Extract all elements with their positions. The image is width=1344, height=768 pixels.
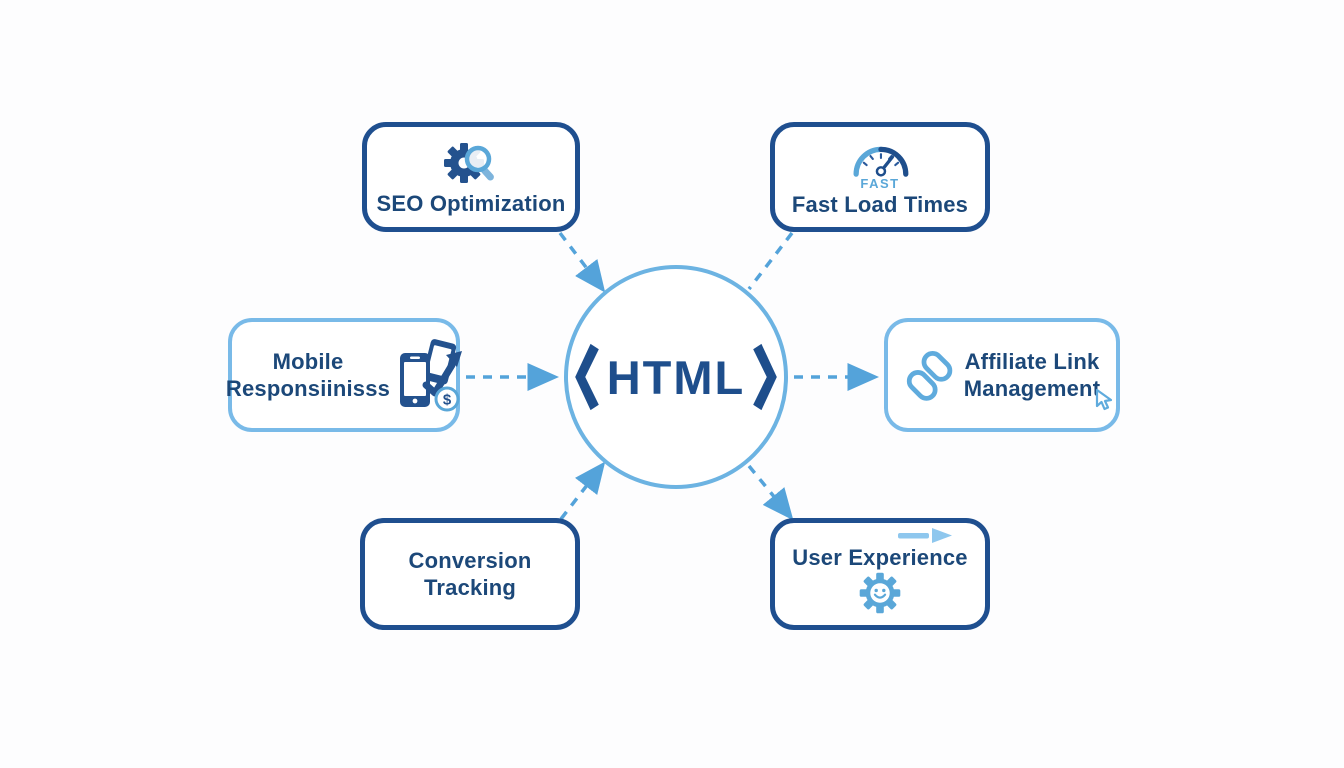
node-label-line1: Affiliate Link xyxy=(964,349,1100,374)
angle-bracket-left-icon xyxy=(574,343,599,411)
cursor-icon xyxy=(1096,388,1113,411)
node-label-line1: Mobile xyxy=(272,349,344,374)
dollar-sign: $ xyxy=(443,392,452,409)
gear-smiley-icon xyxy=(859,572,901,614)
node-label: User Experience xyxy=(792,545,968,570)
center-node-html: HTML xyxy=(564,265,788,489)
node-mobile-responsiveness: Mobile Responsiinisss $ xyxy=(225,318,463,432)
connector-seo-center xyxy=(558,231,606,293)
chain-link-icon xyxy=(906,350,953,401)
node-affiliate-link-management: Affiliate Link Management xyxy=(884,318,1120,432)
node-seo-optimization: SEO Optimization xyxy=(362,122,580,232)
node-label: Fast Load Times xyxy=(791,192,969,217)
gear-search-icon xyxy=(444,142,494,183)
speedometer-icon xyxy=(853,146,909,177)
arrow-right-icon xyxy=(898,528,952,543)
angle-bracket-right-icon xyxy=(753,343,778,411)
node-label-line2: Tracking xyxy=(423,575,517,600)
node-label-line2: Management xyxy=(963,376,1101,401)
center-label: HTML xyxy=(606,350,746,404)
node-fast-load-times: FAST Fast Load Times xyxy=(770,122,990,232)
node-label-line1: Conversion xyxy=(408,548,532,573)
node-user-experience: User Experience xyxy=(770,518,990,630)
phones-checkmark-dollar-icon: $ xyxy=(400,339,463,412)
connector-conversion-center xyxy=(559,461,606,521)
fast-badge: FAST xyxy=(860,176,900,191)
connector-center-ux xyxy=(747,464,794,521)
node-conversion-tracking: Conversion Tracking xyxy=(360,518,580,630)
node-label-line2: Responsiinisss xyxy=(225,376,391,401)
node-label: SEO Optimization xyxy=(376,190,566,216)
connector-fast-center xyxy=(747,231,794,291)
